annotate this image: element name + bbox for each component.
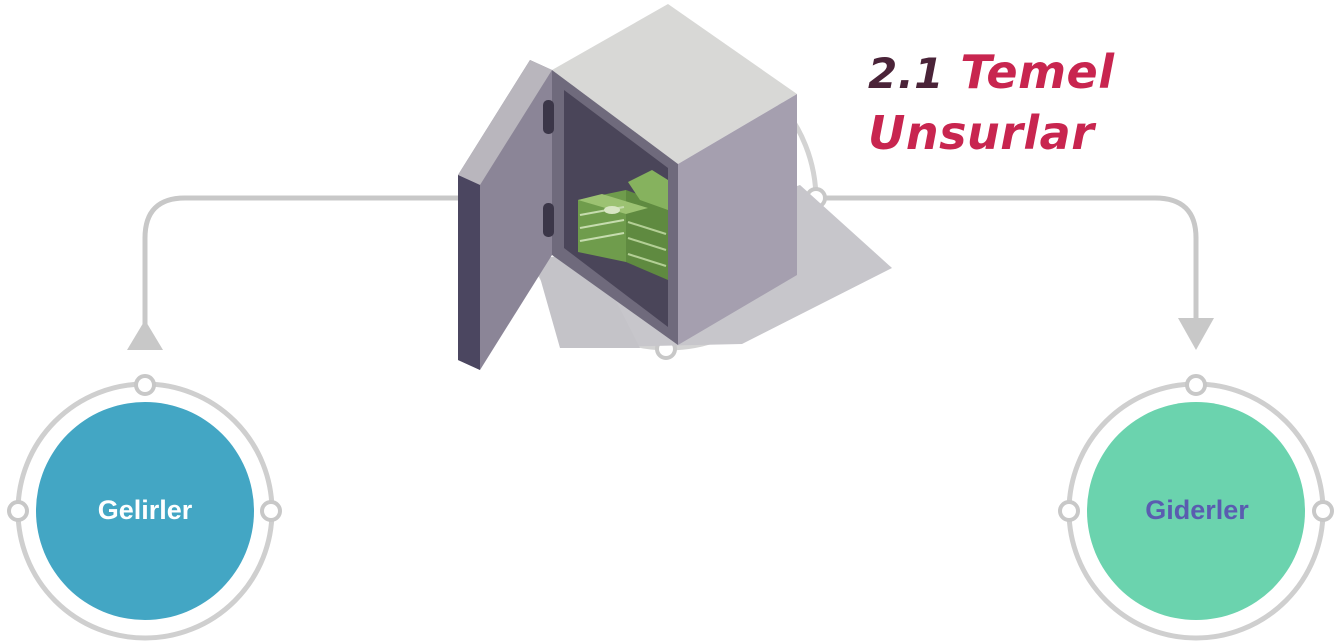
section-title-line1: Temel xyxy=(960,45,1114,99)
section-title-line2: Unsurlar xyxy=(868,106,1094,160)
expense-handle-left xyxy=(1060,502,1078,520)
section-number: 2.1 xyxy=(868,49,944,98)
safe-hinge-bottom xyxy=(543,203,554,237)
income-handle-left xyxy=(9,502,27,520)
safe-hinge-top xyxy=(543,100,554,134)
expense-handle-right xyxy=(1314,502,1332,520)
safe-with-money-illustration xyxy=(458,4,892,370)
section-title: 2.1 Temel Unsurlar xyxy=(868,42,1338,163)
income-handle-top xyxy=(136,376,154,394)
income-handle-right xyxy=(262,502,280,520)
expense-handle-top xyxy=(1187,376,1205,394)
arrow-up-icon xyxy=(127,320,163,350)
expense-label: Giderler xyxy=(1087,495,1307,526)
arrow-down-icon xyxy=(1178,318,1214,350)
income-label: Gelirler xyxy=(35,495,255,526)
connector-income-to-safe xyxy=(145,198,470,340)
